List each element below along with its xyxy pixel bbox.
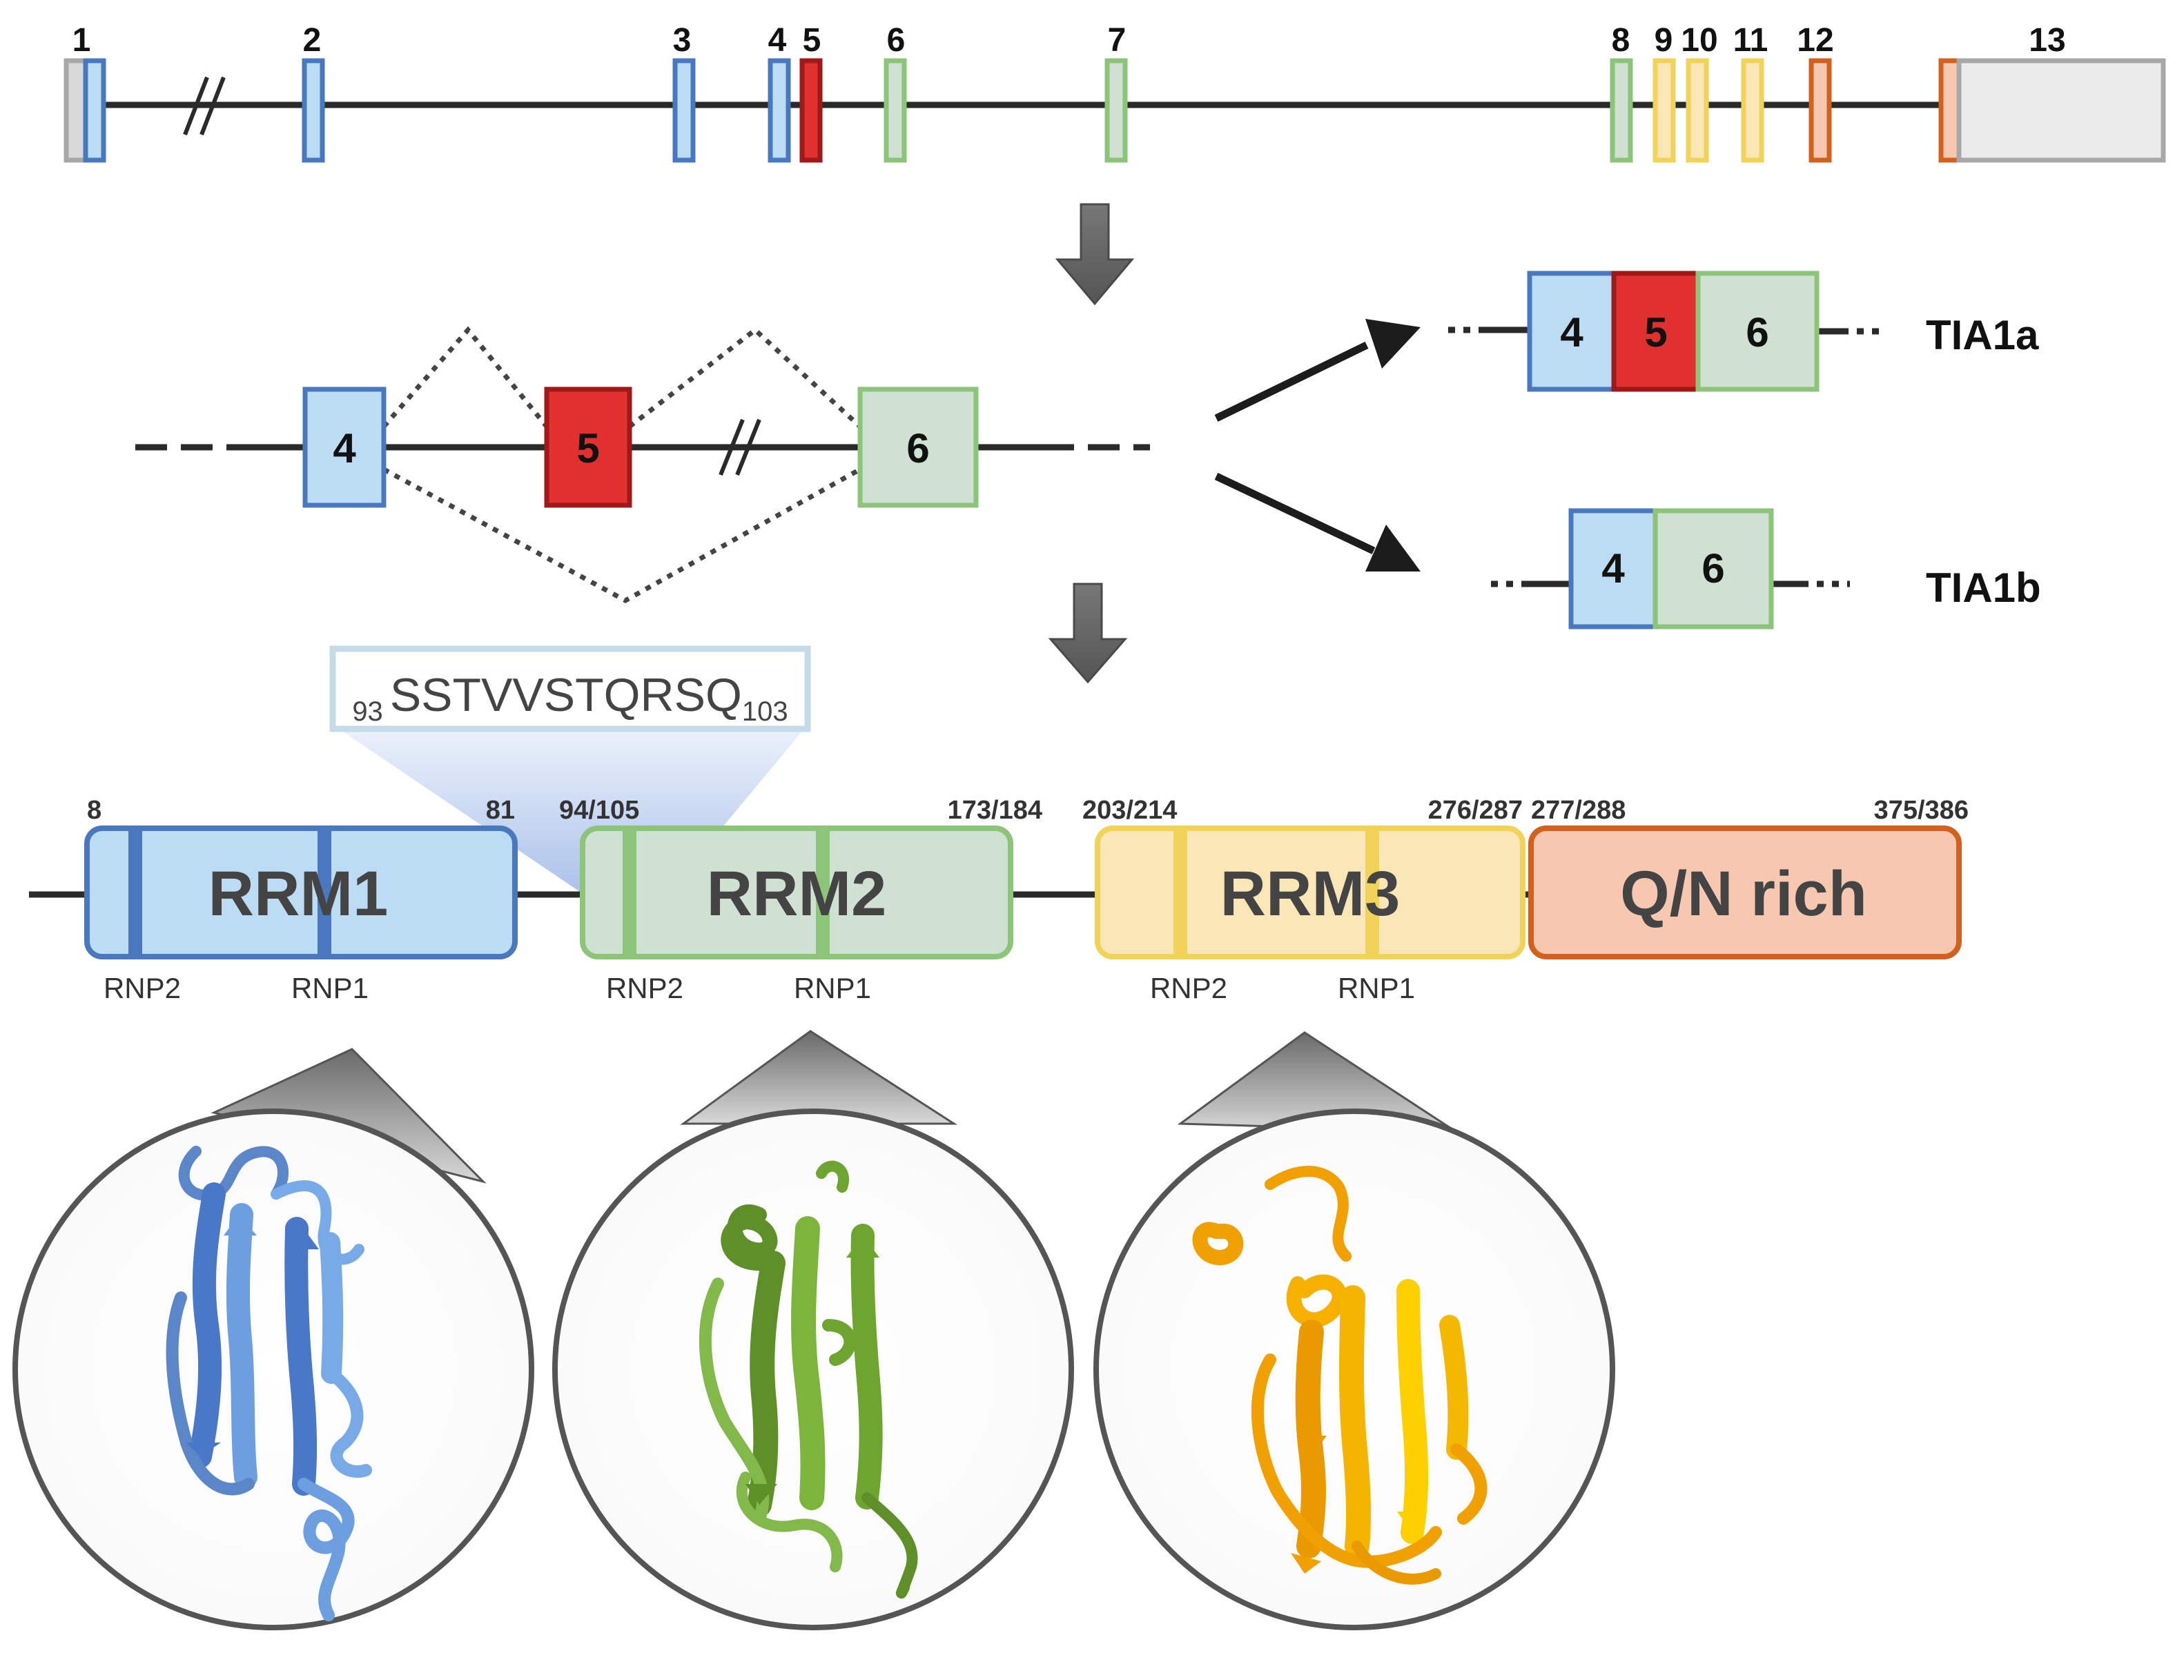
exon-3 <box>672 58 696 163</box>
splice-exon-4 <box>302 387 387 508</box>
domain-qn-label: Q/N rich <box>1620 859 1867 929</box>
intron-break-mark <box>719 418 761 476</box>
exon-label-11: 11 <box>1733 22 1768 59</box>
isoform-b-exon-6 <box>1652 508 1774 629</box>
peptide-start: 93 <box>352 696 383 727</box>
isoform-a-exon-4-label: 4 <box>1560 309 1583 355</box>
exon-2 <box>302 58 325 163</box>
isoform-a: 4 5 6 TIA1a <box>1448 271 2039 392</box>
arrow-head-icon <box>1365 319 1421 369</box>
down-arrow-icon <box>1048 583 1128 684</box>
splice-exon-4-label: 4 <box>333 425 356 471</box>
exon-label-12: 12 <box>1797 22 1833 59</box>
rrm1-structure-frame <box>12 1108 534 1630</box>
rrm1-ribbon-structure <box>166 1146 372 1621</box>
protein-structure: RRM1 RRM2 RRM3 Q/N rich 8 81 94/105 173/… <box>29 796 1969 1004</box>
rrm1-start: 8 <box>87 796 101 825</box>
exon-label-5: 5 <box>803 22 821 59</box>
rrm3-rnp1-band <box>1365 831 1379 954</box>
rrm1-end: 81 <box>486 796 515 825</box>
exon-label-8: 8 <box>1612 22 1630 59</box>
splice-exon-6-label: 6 <box>906 425 929 471</box>
exon-label-13: 13 <box>2029 22 2065 59</box>
gene-structure: 1 2 3 4 5 6 7 8 9 10 11 12 13 <box>64 22 2166 163</box>
rrm1-rnp1-band <box>318 831 331 954</box>
domain-qn-rich <box>1528 826 1962 959</box>
exon-8 <box>1610 58 1633 163</box>
isoform-arrows <box>1214 319 1421 572</box>
rrm2-rnp2-band <box>623 831 636 954</box>
isoform-b-exon-6-label: 6 <box>1702 545 1724 592</box>
domain-rrm1 <box>84 826 518 959</box>
qn-start: 277/288 <box>1531 796 1626 825</box>
exon-5 <box>799 58 823 163</box>
exon-label-6: 6 <box>887 22 906 59</box>
domain-rrm3-label: RRM3 <box>1220 859 1401 929</box>
domain-rrm3 <box>1095 826 1525 959</box>
exon-4 <box>768 58 791 163</box>
intron-break-mark <box>183 76 226 136</box>
exon-label-3: 3 <box>673 22 692 59</box>
isoform-b-exon-4 <box>1568 508 1658 629</box>
rrm2-start: 94/105 <box>559 796 639 825</box>
isoform-a-exon-6-label: 6 <box>1746 309 1768 355</box>
exon-13 <box>1938 58 2166 163</box>
exon-1 <box>64 58 106 163</box>
rrm2-rnp1-band <box>816 831 830 954</box>
exon-label-4: 4 <box>768 22 787 59</box>
isoform-b-exon-4-label: 4 <box>1601 545 1625 592</box>
rrm3-ribbon-structure <box>1192 1166 1488 1585</box>
isoform-b-label: TIA1b <box>1926 565 2041 611</box>
rrm3-rnp1-label: RNP1 <box>1338 972 1415 1004</box>
down-arrow-icon <box>1055 203 1135 306</box>
rrm1-rnp2-label: RNP2 <box>104 972 181 1004</box>
exon-11 <box>1741 58 1764 163</box>
domain-rrm2 <box>580 826 1013 959</box>
rrm3-rnp2-label: RNP2 <box>1150 972 1227 1004</box>
exon-7 <box>1104 58 1128 163</box>
rrm3-start: 203/214 <box>1082 796 1177 825</box>
rrm2-end: 173/184 <box>948 796 1042 825</box>
rrm2-rnp2-label: RNP2 <box>606 972 683 1004</box>
peptide-end: 103 <box>742 696 788 727</box>
splice-junctions <box>382 326 862 603</box>
rrm1-rnp2-band <box>128 831 142 954</box>
qn-end: 375/386 <box>1874 796 1969 825</box>
rrm1-rnp1-label: RNP1 <box>291 972 369 1004</box>
exon-6 <box>884 58 907 163</box>
isoform-a-exon-5-label: 5 <box>1644 309 1667 355</box>
splice-exon-5 <box>544 387 632 508</box>
exon-label-9: 9 <box>1655 22 1673 59</box>
splice-exon-6 <box>857 387 979 508</box>
peptide-box <box>329 645 811 732</box>
exon-9 <box>1652 58 1676 163</box>
rrm2-rnp1-label: RNP1 <box>794 972 871 1004</box>
domain-rrm1-label: RRM1 <box>208 859 389 929</box>
domain-rrm2-label: RRM2 <box>707 859 887 929</box>
splicing-diagram: 4 5 6 4 5 6 TIA1a <box>135 271 2041 629</box>
isoform-b: 4 6 TIA1b <box>1491 508 2041 629</box>
exon-label-2: 2 <box>303 22 322 59</box>
peptide-residues: SSTVVSTQRSQ <box>390 669 742 721</box>
exon-10 <box>1686 58 1709 163</box>
rrm3-rnp2-band <box>1173 831 1187 954</box>
exon-label-10: 10 <box>1681 22 1717 59</box>
exon-label-1: 1 <box>72 22 91 59</box>
isoform-a-label: TIA1a <box>1926 312 2039 358</box>
arrow-head-icon <box>1365 525 1421 572</box>
isoform-a-exon-6 <box>1695 271 1820 392</box>
splice-exon-5-label: 5 <box>576 425 599 471</box>
rrm3-end: 276/287 <box>1428 796 1523 825</box>
exon-label-7: 7 <box>1108 22 1127 59</box>
exon-12 <box>1808 58 1832 163</box>
rrm2-ribbon-structure <box>699 1160 918 1599</box>
